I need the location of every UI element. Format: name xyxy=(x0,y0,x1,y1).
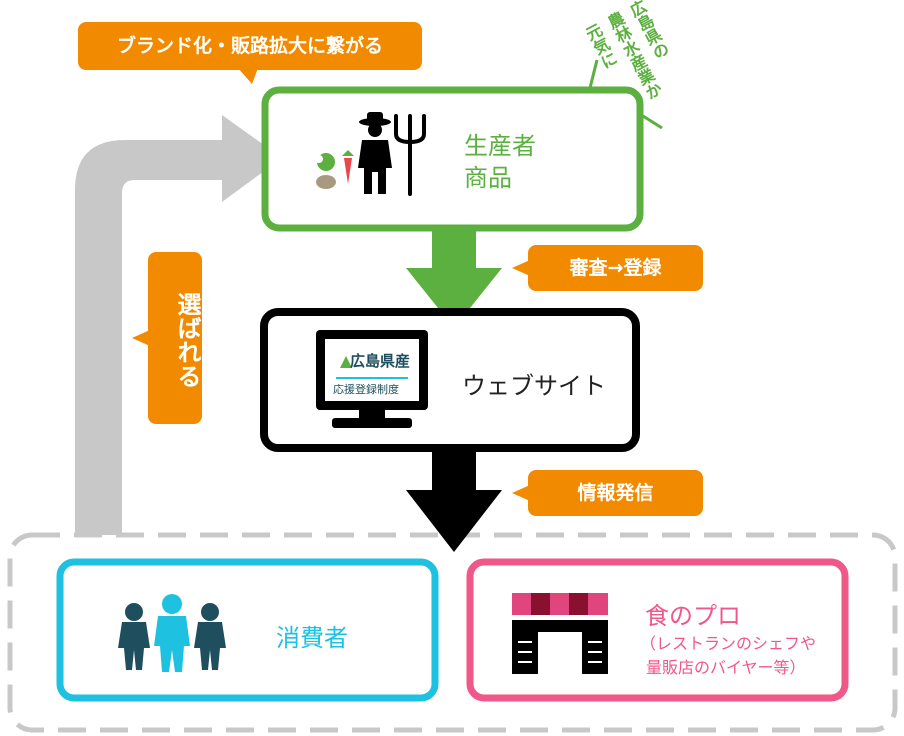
consumer-label: 消費者 xyxy=(276,624,348,652)
callout-review-text: 審査→登録 xyxy=(569,257,662,279)
consumer-box xyxy=(56,558,439,702)
callout-review-pill xyxy=(512,245,703,291)
black-down-arrow xyxy=(406,446,502,552)
green-down-arrow xyxy=(406,226,502,328)
producer-label-line1: 生産者 xyxy=(464,132,536,160)
callout-info-text: 情報発信 xyxy=(577,482,654,504)
logo-subtitle: 応援登録制度 xyxy=(333,383,399,396)
website-label: ウェブサイト xyxy=(462,372,606,400)
food-pro-sub1: （レストランのシェフや xyxy=(640,634,817,653)
producer-label-line2: 商品 xyxy=(464,164,512,192)
logo-title: 広島県産 xyxy=(350,352,411,370)
callout-brand-pill xyxy=(78,22,422,84)
callout-brand-text: ブランド化・販路拡大に繋がる xyxy=(116,35,383,57)
monitor-icon xyxy=(316,330,428,428)
slogan-line-right xyxy=(642,114,663,130)
feedback-arrow xyxy=(75,115,282,535)
consumers-icon xyxy=(118,594,226,672)
callout-info-pill xyxy=(512,470,703,516)
callout-chosen-text: 選ばれる xyxy=(173,292,201,388)
food-pro-sub2: 量販店のバイヤー等） xyxy=(646,658,806,677)
farmer-icon xyxy=(358,112,392,194)
storefront-icon xyxy=(512,593,608,674)
callout-chosen-pill xyxy=(132,252,202,424)
pitchfork-icon xyxy=(394,114,426,196)
food-pro-title: 食のプロ xyxy=(645,602,741,630)
vegetables-icon xyxy=(315,150,354,189)
slogan-line-left xyxy=(588,59,599,89)
